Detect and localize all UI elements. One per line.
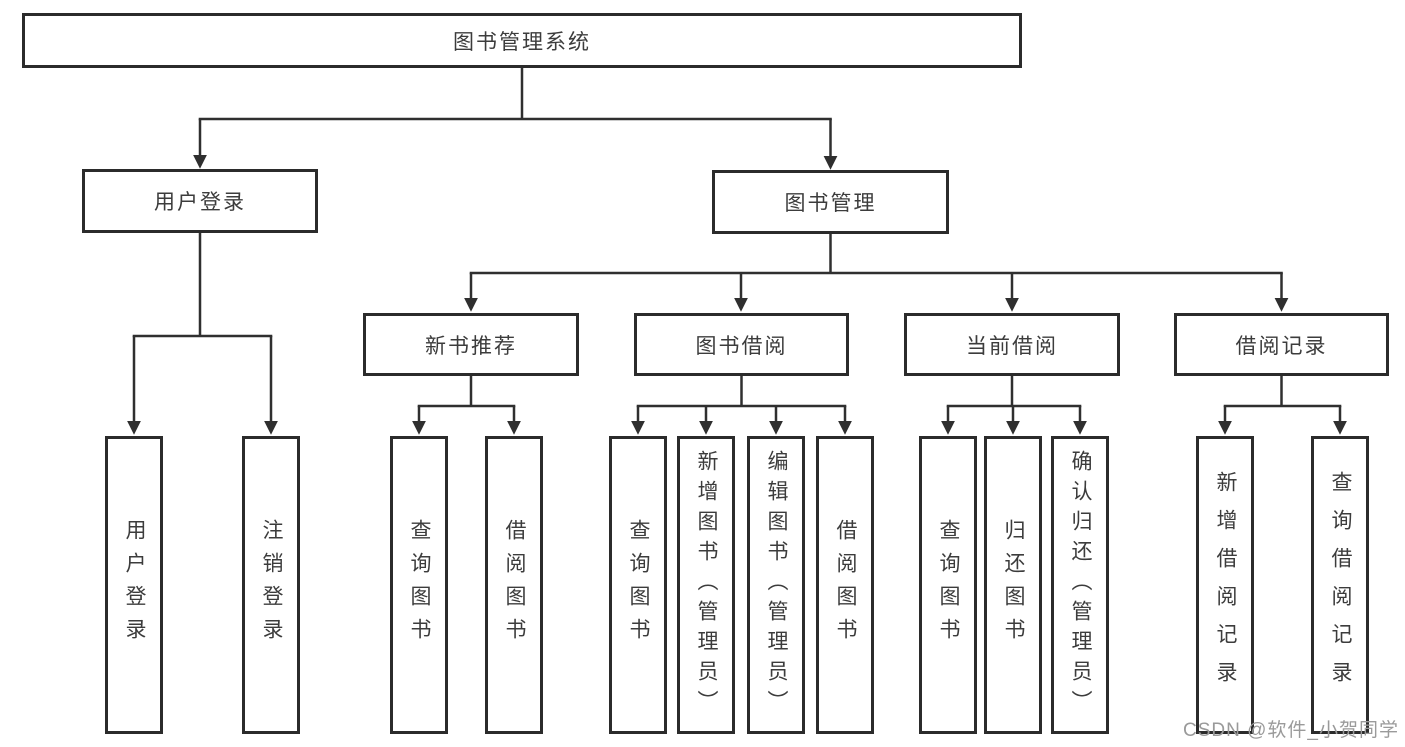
node-user-login: 用户登录: [82, 169, 318, 233]
node-current-borrowing: 当前借阅: [904, 313, 1120, 376]
watermark-text: CSDN @软件_小贺同学: [1183, 720, 1399, 741]
leaf-add-borrow-record: 新增借阅记录: [1196, 436, 1254, 734]
leaf-edit-books-admin: 编辑图书（管理员）: [747, 436, 805, 734]
leaf-query-books-current: 查询图书: [919, 436, 977, 734]
leaf-confirm-return-admin: 确认归还（管理员）: [1051, 436, 1109, 734]
node-new-book-recommendation: 新书推荐: [363, 313, 579, 376]
leaf-query-borrow-record: 查询借阅记录: [1311, 436, 1369, 734]
node-book-management: 图书管理: [712, 170, 949, 234]
node-borrowing-records: 借阅记录: [1174, 313, 1389, 376]
leaf-borrow-books-recommend: 借阅图书: [485, 436, 543, 734]
leaf-return-books: 归还图书: [984, 436, 1042, 734]
leaf-query-books-recommend: 查询图书: [390, 436, 448, 734]
leaf-borrow-books-borrowing: 借阅图书: [816, 436, 874, 734]
leaf-user-login: 用户登录: [105, 436, 163, 734]
node-book-borrowing: 图书借阅: [634, 313, 849, 376]
node-library-system: 图书管理系统: [22, 13, 1022, 68]
leaf-logout-login: 注销登录: [242, 436, 300, 734]
leaf-add-books-admin: 新增图书（管理员）: [677, 436, 735, 734]
leaf-query-books-borrowing: 查询图书: [609, 436, 667, 734]
